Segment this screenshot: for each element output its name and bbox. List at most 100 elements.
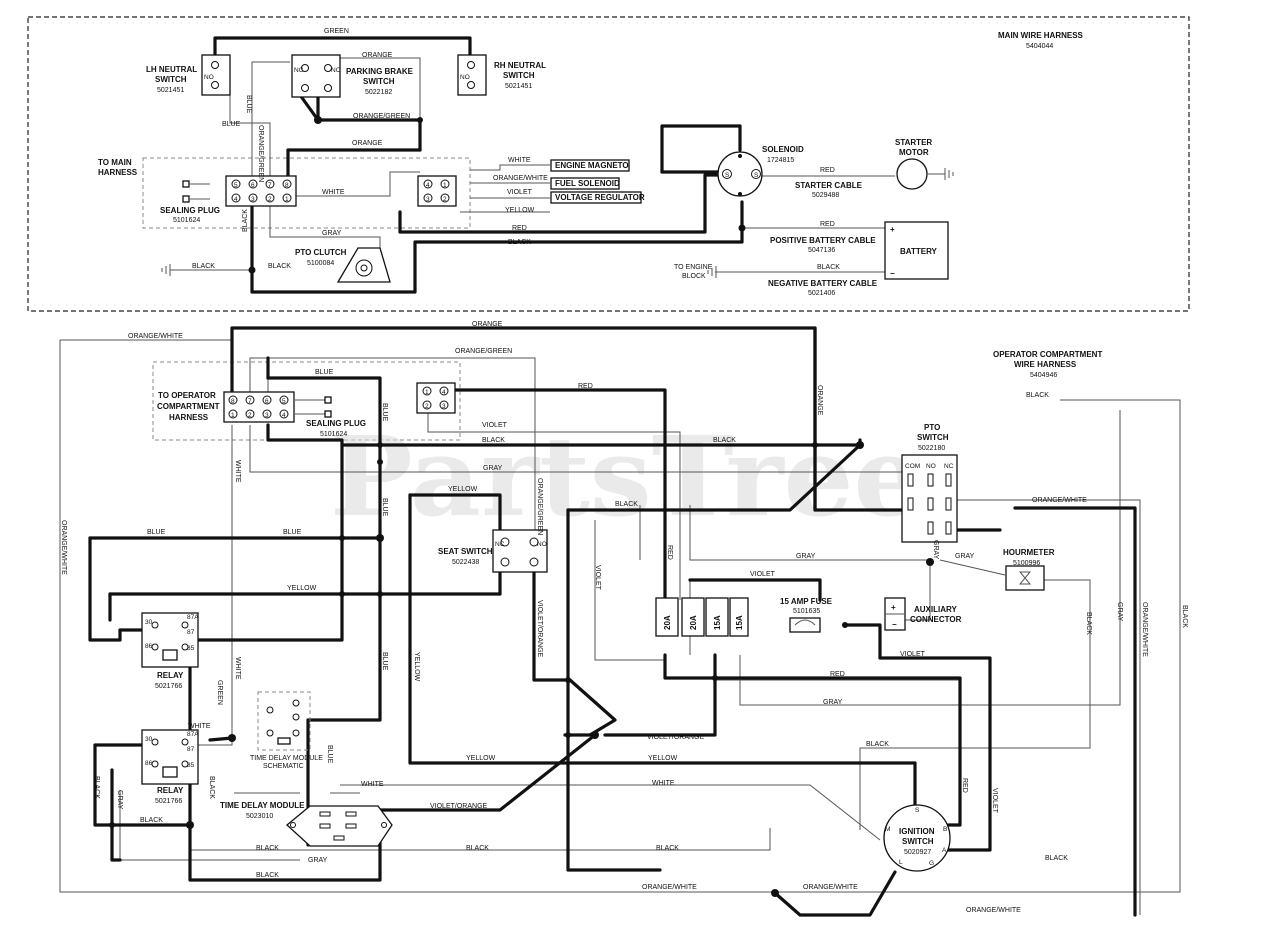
svg-text:BLACK: BLACK (1085, 612, 1092, 635)
svg-text:G: G (929, 860, 934, 867)
svg-text:+: + (891, 603, 896, 612)
svg-text:5022438: 5022438 (452, 559, 479, 566)
svg-text:5022182: 5022182 (365, 89, 392, 96)
svg-text:BLACK: BLACK (268, 263, 291, 270)
svg-text:4: 4 (234, 196, 238, 203)
svg-text:2: 2 (443, 196, 447, 203)
main-harness-boundary (27, 16, 1190, 312)
svg-text:COMPARTMENT: COMPARTMENT (157, 402, 220, 411)
svg-text:ORANGE/GREEN: ORANGE/GREEN (536, 478, 543, 535)
svg-text:VIOLET: VIOLET (482, 422, 508, 429)
svg-text:VIOLET: VIOLET (594, 565, 601, 591)
svg-text:SOLENOID: SOLENOID (762, 145, 804, 154)
svg-text:YELLOW: YELLOW (448, 486, 478, 493)
svg-text:85: 85 (187, 645, 195, 652)
svg-text:GRAY: GRAY (796, 553, 816, 560)
svg-text:ORANGE/WHITE: ORANGE/WHITE (493, 175, 548, 182)
watermark: PartsTree (330, 412, 924, 541)
svg-text:WHITE: WHITE (234, 657, 241, 680)
svg-text:BLUE: BLUE (147, 529, 166, 536)
operator-harness-title-2: WIRE HARNESS (1014, 360, 1077, 369)
svg-text:ORANGE/GREEN: ORANGE/GREEN (455, 348, 512, 355)
svg-text:ORANGE/WHITE: ORANGE/WHITE (128, 333, 183, 340)
frame-ground-top (161, 264, 171, 276)
svg-text:BLACK: BLACK (817, 264, 840, 271)
svg-text:M: M (885, 826, 890, 833)
svg-text:ORANGE/WHITE: ORANGE/WHITE (60, 520, 67, 575)
svg-text:SWITCH: SWITCH (503, 71, 535, 80)
svg-text:S: S (725, 172, 730, 179)
svg-text:TIME DELAY MODULE: TIME DELAY MODULE (250, 755, 323, 762)
svg-text:WHITE: WHITE (188, 723, 211, 730)
fuel-solenoid-label: FUEL SOLENOID (550, 177, 620, 190)
lh-neutral-switch: NO LH NEUTRAL SWITCH 5021451 (146, 54, 231, 96)
svg-text:VOLTAGE REGULATOR: VOLTAGE REGULATOR (555, 193, 645, 202)
svg-text:+: + (890, 225, 895, 234)
svg-text:87A: 87A (187, 614, 199, 621)
fuse-block: 20A 20A 15A 15A (655, 597, 749, 637)
svg-text:BLACK: BLACK (140, 817, 163, 824)
svg-text:1: 1 (231, 412, 235, 419)
svg-text:BLACK: BLACK (615, 501, 638, 508)
svg-text:ORANGE: ORANGE (816, 385, 823, 416)
svg-text:SWITCH: SWITCH (917, 433, 949, 442)
svg-text:RED: RED (820, 221, 835, 228)
positive-cable-label: POSITIVE BATTERY CABLE (770, 236, 876, 245)
to-operator-dashed-box (152, 361, 461, 441)
svg-text:SEAT SWITCH: SEAT SWITCH (438, 547, 493, 556)
svg-text:SWITCH: SWITCH (155, 75, 187, 84)
svg-text:3: 3 (442, 403, 446, 410)
svg-text:HARNESS: HARNESS (98, 168, 138, 177)
svg-text:5021766: 5021766 (155, 683, 182, 690)
svg-text:RH NEUTRAL: RH NEUTRAL (494, 61, 546, 70)
svg-text:GRAY: GRAY (116, 790, 123, 810)
svg-text:5021451: 5021451 (157, 87, 184, 94)
svg-text:20A: 20A (689, 615, 698, 630)
svg-text:WHITE: WHITE (322, 189, 345, 196)
svg-text:WHITE: WHITE (234, 460, 241, 483)
svg-text:86: 86 (145, 643, 153, 650)
sealing-plug-top: SEALING PLUG 5101624 (160, 180, 220, 224)
parking-brake-switch: NC NO PARKING BRAKE SWITCH 5022182 (291, 54, 414, 98)
svg-text:5101635: 5101635 (793, 608, 820, 615)
svg-text:20A: 20A (663, 615, 672, 630)
starter-motor: STARTER MOTOR (895, 138, 954, 190)
svg-text:NO: NO (537, 541, 547, 548)
svg-text:8: 8 (285, 182, 289, 189)
svg-text:BLACK: BLACK (508, 239, 531, 246)
svg-text:WHITE: WHITE (508, 157, 531, 164)
svg-text:SCHEMATIC: SCHEMATIC (263, 763, 304, 770)
svg-text:BLACK: BLACK (866, 741, 889, 748)
to-main-dashed-box (142, 157, 471, 229)
svg-text:5022180: 5022180 (918, 445, 945, 452)
svg-text:87: 87 (187, 629, 195, 636)
svg-text:RED: RED (820, 167, 835, 174)
svg-text:BLACK: BLACK (192, 263, 215, 270)
svg-text:RELAY: RELAY (157, 671, 184, 680)
svg-text:30: 30 (145, 619, 153, 626)
svg-text:HARNESS: HARNESS (169, 413, 209, 422)
svg-text:NO: NO (460, 74, 470, 81)
ignition-switch: S M B A L G IGNITION SWITCH 5020927 (883, 804, 951, 872)
svg-text:ENGINE MAGNETO: ENGINE MAGNETO (555, 161, 629, 170)
svg-text:RED: RED (961, 778, 968, 793)
svg-text:YELLOW: YELLOW (505, 207, 535, 214)
svg-text:FUEL SOLENOID: FUEL SOLENOID (555, 179, 620, 188)
svg-text:NC: NC (294, 67, 304, 74)
svg-text:PTO: PTO (924, 423, 940, 432)
svg-text:15A: 15A (735, 615, 744, 630)
svg-text:CONNECTOR: CONNECTOR (910, 615, 962, 624)
negative-cable-label: NEGATIVE BATTERY CABLE (768, 279, 878, 288)
svg-text:VIOLET: VIOLET (750, 571, 776, 578)
svg-text:BLUE: BLUE (381, 652, 388, 671)
battery: + − BATTERY (884, 221, 949, 280)
svg-text:BLACK: BLACK (208, 776, 215, 799)
svg-text:15A: 15A (713, 615, 722, 630)
svg-text:VIOLET/ORANGE: VIOLET/ORANGE (430, 803, 488, 810)
positive-cable-part: 5047136 (808, 247, 835, 254)
svg-text:BLACK: BLACK (1181, 605, 1188, 628)
svg-text:GRAY: GRAY (932, 540, 939, 560)
